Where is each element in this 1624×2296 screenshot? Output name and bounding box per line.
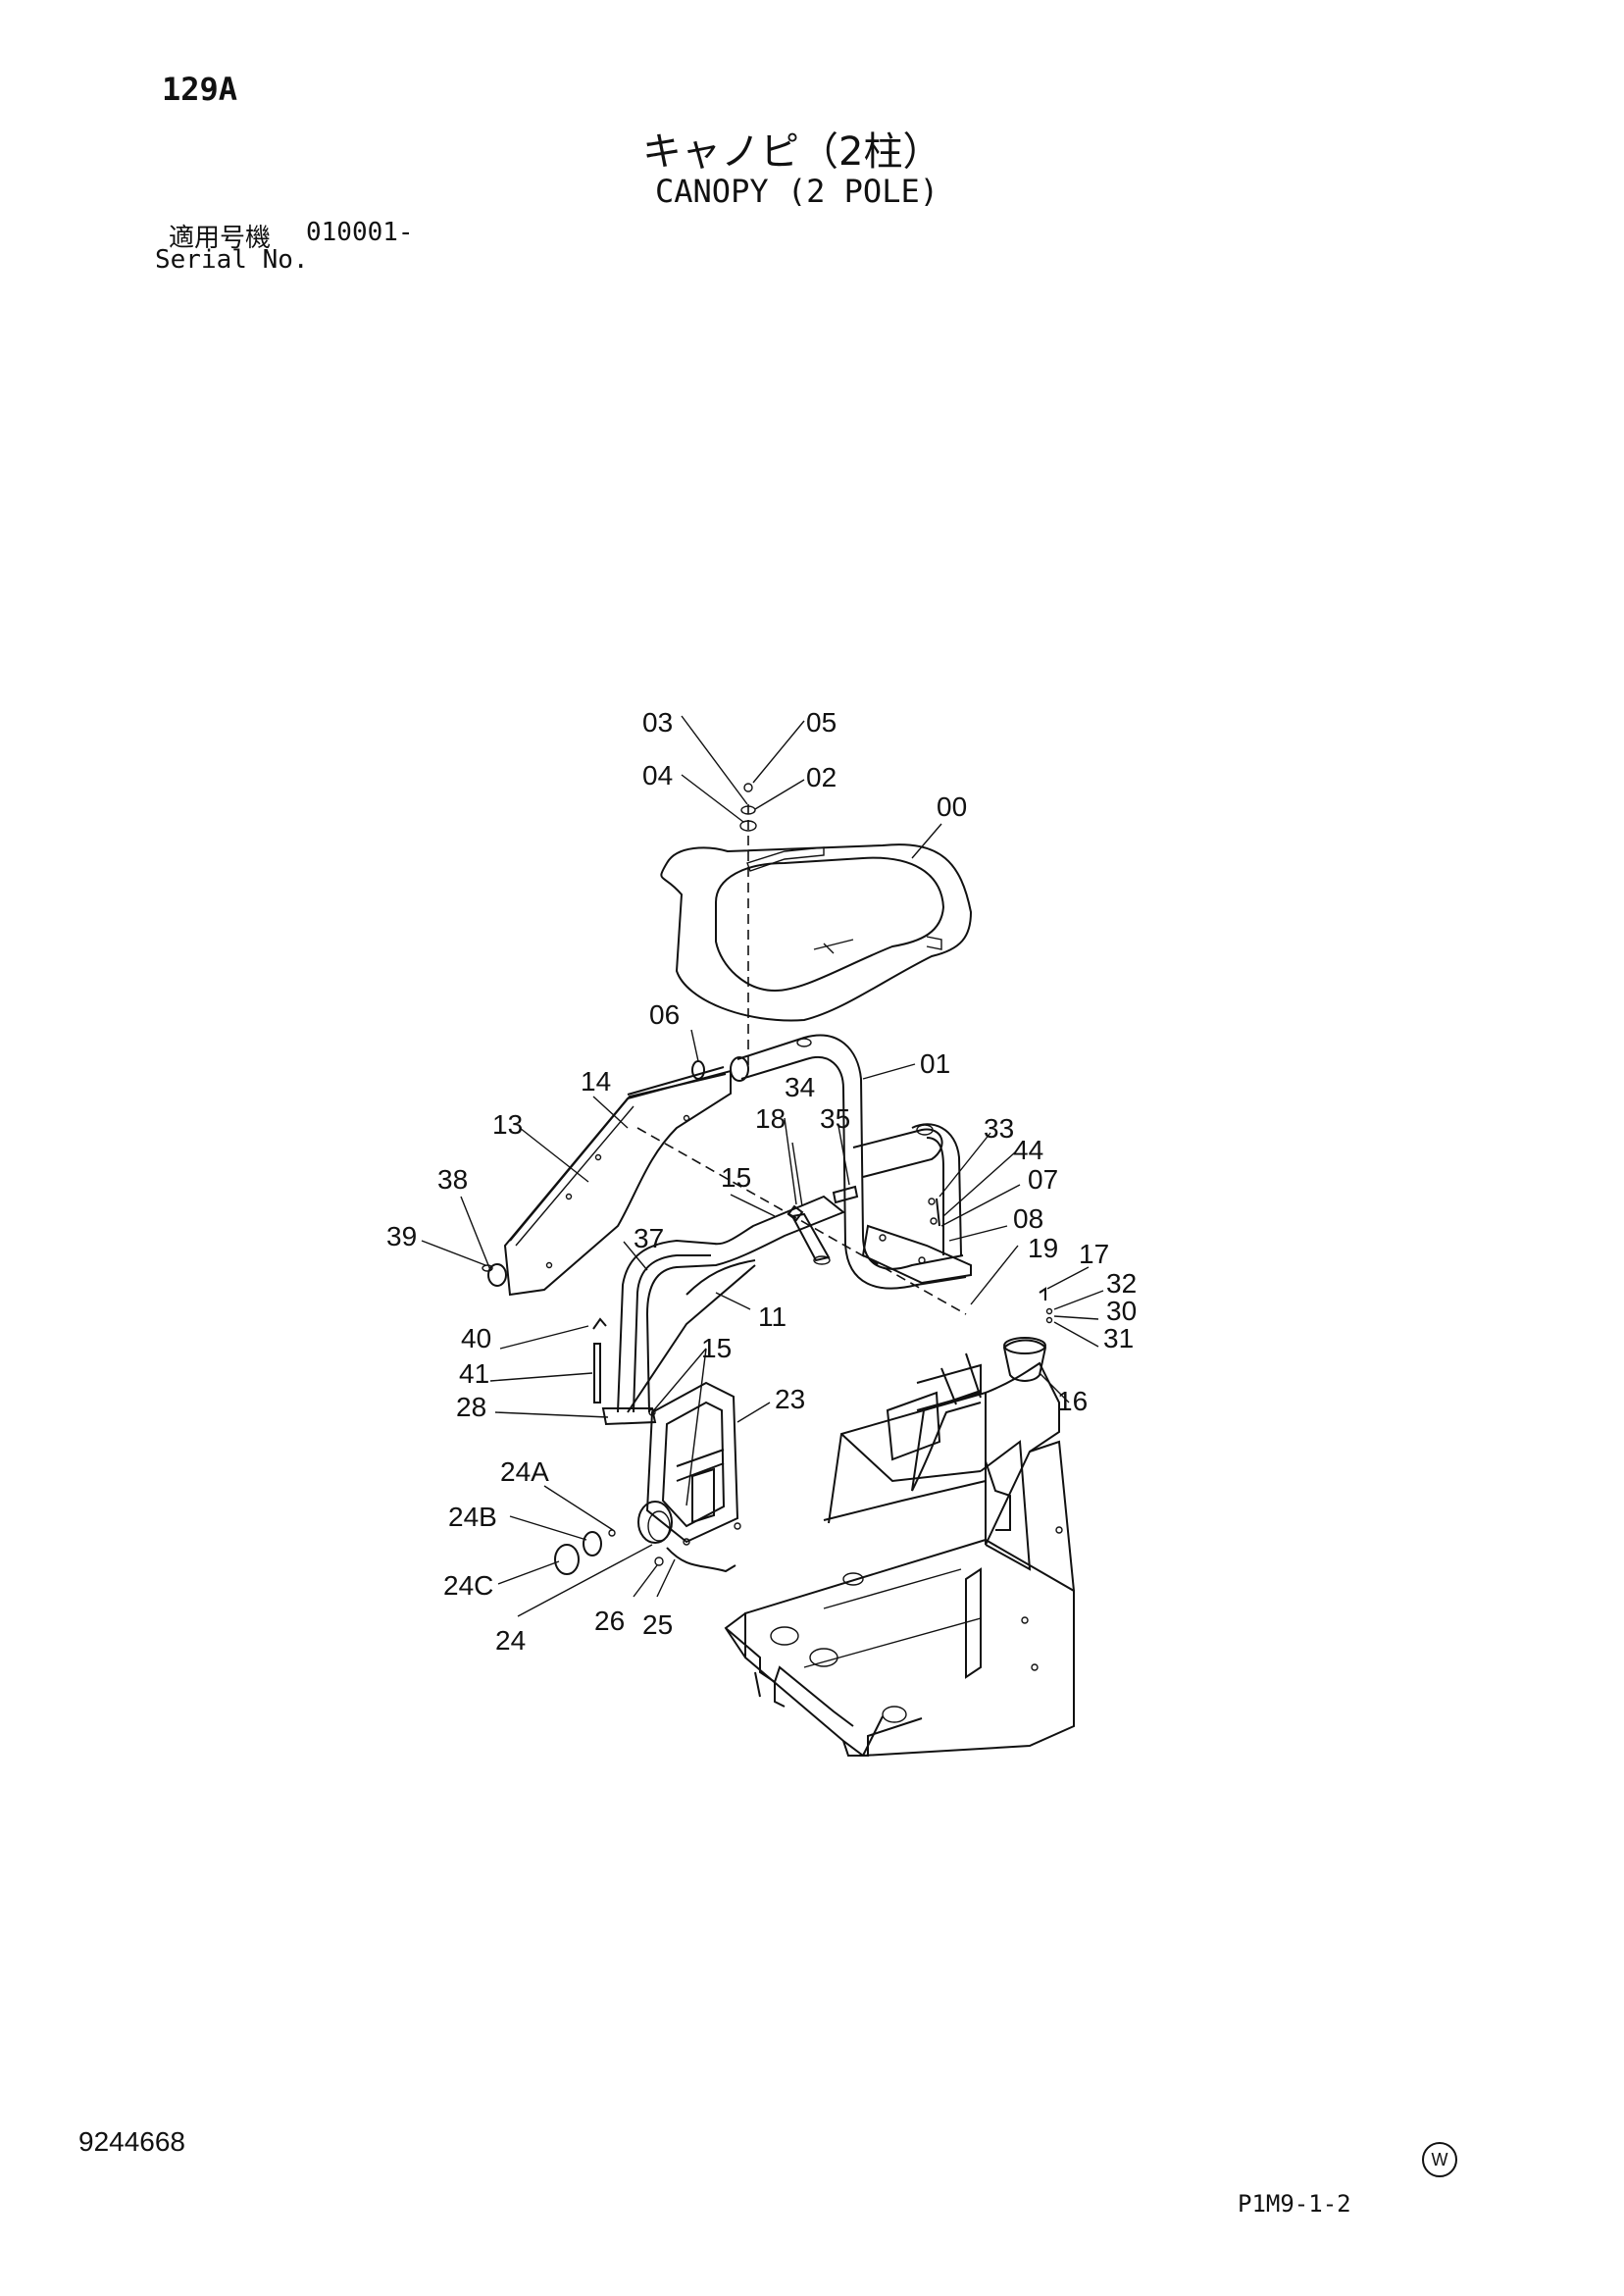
bracket-part-18 — [787, 1204, 804, 1222]
page-title-jp: キャノピ（2柱） — [642, 129, 942, 175]
callout-38: 38 — [437, 1164, 468, 1195]
page-number: 129A — [162, 71, 238, 108]
rod-part-41 — [593, 1343, 601, 1403]
callout-01: 01 — [920, 1048, 950, 1079]
callout-39: 39 — [386, 1221, 417, 1251]
side-panel-part — [503, 1069, 732, 1297]
serial-label-jp: 適用号機 — [169, 224, 272, 253]
lamp-ring-24B — [583, 1531, 602, 1556]
screw-24A — [608, 1529, 616, 1537]
callout-03: 03 — [642, 707, 673, 738]
callout-28: 28 — [456, 1392, 486, 1422]
callout-44: 44 — [1013, 1135, 1043, 1165]
callout-37: 37 — [634, 1223, 664, 1253]
clip-part-40 — [592, 1317, 607, 1330]
serial-value: 010001- — [306, 218, 414, 247]
callout-24: 24 — [495, 1625, 526, 1656]
lamp-lens-24C — [554, 1544, 580, 1575]
guard-frame-part — [645, 1381, 741, 1546]
reference-code: P1M9-1-2 — [1238, 2190, 1351, 2218]
callout-35: 35 — [820, 1103, 850, 1134]
seal-strip-14 — [627, 1066, 725, 1096]
w-mark-icon: W — [1422, 2142, 1457, 2177]
callout-24C: 24C — [443, 1570, 493, 1601]
callout-13: 13 — [492, 1109, 523, 1140]
callout-04: 04 — [642, 760, 673, 791]
callout-23: 23 — [775, 1384, 805, 1414]
callout-00: 00 — [937, 791, 967, 822]
callout-33: 33 — [984, 1113, 1014, 1144]
callout-31: 31 — [1103, 1323, 1134, 1353]
bracket-part-38 — [487, 1263, 507, 1287]
screw-26 — [654, 1556, 664, 1566]
callout-02: 02 — [806, 762, 837, 792]
callout-06: 06 — [649, 999, 680, 1030]
callout-05: 05 — [806, 707, 837, 738]
callout-34: 34 — [785, 1072, 815, 1102]
base-frame — [724, 1352, 1075, 1758]
callout-32: 32 — [1106, 1268, 1137, 1299]
serial-label-en: Serial No. — [155, 245, 309, 275]
callout-25: 25 — [642, 1609, 673, 1640]
callout-19: 19 — [1028, 1233, 1058, 1263]
callout-08: 08 — [1013, 1203, 1043, 1234]
callout-41: 41 — [459, 1358, 489, 1389]
callout-17: 17 — [1079, 1239, 1109, 1269]
callout-15: 15 — [721, 1162, 751, 1193]
callout-26: 26 — [594, 1606, 625, 1636]
callout-24A: 24A — [500, 1456, 549, 1487]
wire-harness-25 — [666, 1547, 736, 1573]
callout-16: 16 — [1057, 1386, 1088, 1416]
callout-18: 18 — [755, 1103, 786, 1134]
leader-lines — [421, 715, 1104, 1617]
document-number: 9244668 — [78, 2126, 186, 2157]
callout-11: 11 — [758, 1301, 787, 1332]
bushing-part-16 — [1002, 1337, 1047, 1382]
callout-30: 30 — [1106, 1296, 1137, 1326]
callout-labels: 03 05 04 02 00 06 01 14 34 13 18 35 33 4… — [386, 707, 1137, 1656]
callout-15b: 15 — [701, 1333, 732, 1363]
callout-07: 07 — [1028, 1164, 1058, 1195]
lamp-housing-24 — [637, 1501, 673, 1544]
rear-frame-part — [601, 1195, 845, 1426]
page-title-en: CANOPY (2 POLE) — [655, 173, 939, 210]
canopy-pole-part — [730, 1034, 972, 1290]
pin-part-35 — [832, 1185, 859, 1204]
callout-24B: 24B — [448, 1502, 497, 1532]
callout-40: 40 — [461, 1323, 491, 1353]
callout-14: 14 — [581, 1066, 611, 1097]
fastener-stack — [739, 783, 757, 832]
canopy-roof-part — [660, 843, 973, 1022]
